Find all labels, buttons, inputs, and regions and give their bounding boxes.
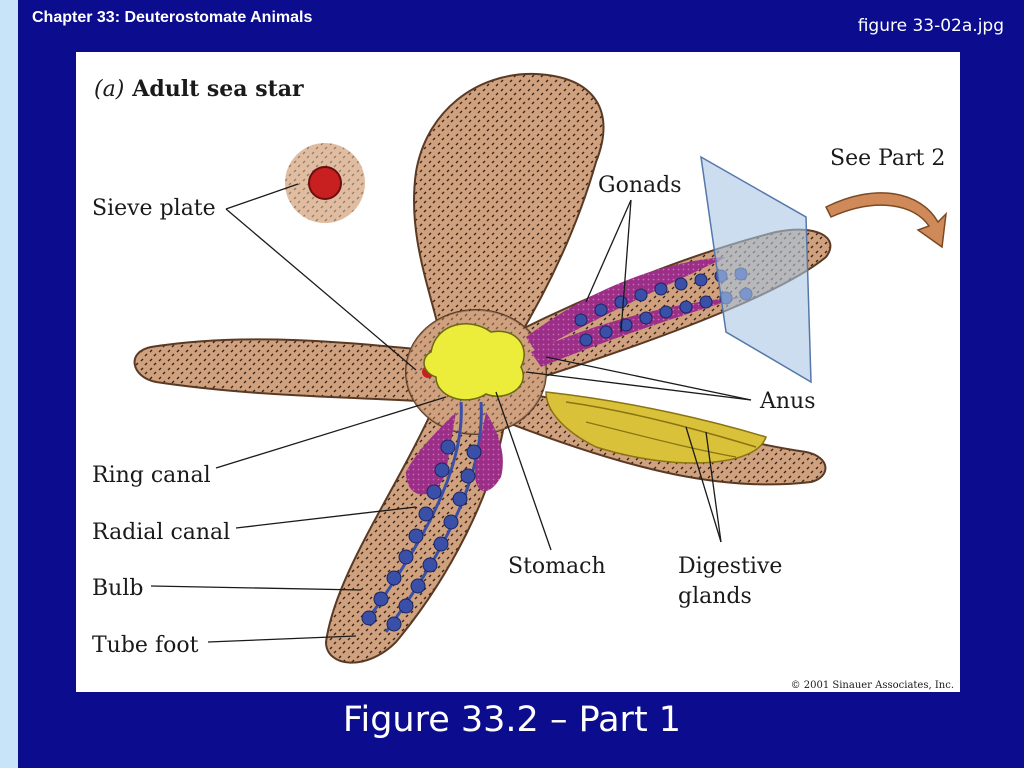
left-accent-strip	[0, 0, 18, 768]
file-name: figure 33-02a.jpg	[857, 16, 1004, 36]
label-digestive-glands-line1: Digestive	[678, 554, 782, 579]
cutting-plane	[700, 155, 812, 384]
stomach	[423, 323, 525, 401]
radial-canal-system	[361, 401, 503, 633]
label-ring-canal: Ring canal	[92, 463, 211, 488]
leader-lines	[150, 183, 752, 643]
label-tube-foot: Tube foot	[92, 633, 199, 658]
figure-caption: Figure 33.2 – Part 1	[342, 700, 682, 740]
chapter-title: Chapter 33: Deuterostomate Animals	[32, 9, 313, 26]
label-stomach: Stomach	[508, 554, 606, 579]
panel-title: (a) Adult sea star	[94, 76, 304, 102]
see-part-2-arrow	[824, 192, 948, 249]
panel-title-text: Adult sea star	[131, 76, 304, 102]
label-digestive-glands-line2: glands	[678, 584, 752, 609]
panel-letter: (a)	[94, 77, 124, 102]
digestive-glands	[545, 391, 767, 464]
sea-star-diagram: (a) Adult sea star Sieve plate Gonads See…	[92, 72, 954, 691]
label-bulb: Bulb	[92, 576, 143, 601]
label-sieve-plate: Sieve plate	[92, 196, 216, 221]
copyright-notice: © 2001 Sinauer Associates, Inc.	[791, 680, 954, 691]
label-anus: Anus	[759, 389, 816, 414]
figure-panel: (a) Adult sea star Sieve plate Gonads See…	[76, 52, 960, 692]
label-radial-canal: Radial canal	[92, 520, 230, 545]
label-see-part-2: See Part 2	[830, 146, 945, 171]
label-gonads: Gonads	[598, 173, 681, 198]
sieve-plate-inset	[285, 143, 365, 223]
